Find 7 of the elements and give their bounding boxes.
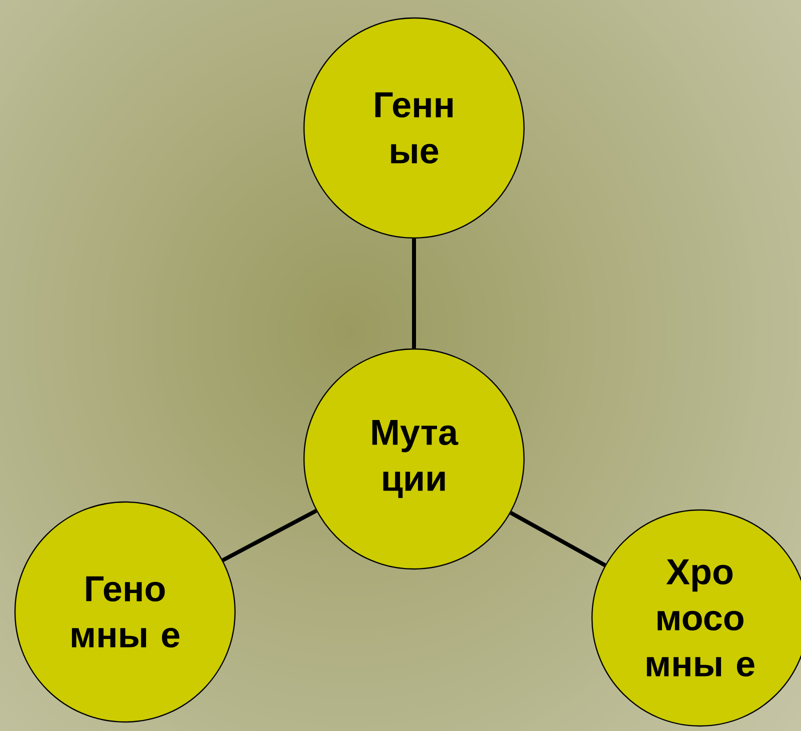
circle-node: Гено мны е bbox=[14, 501, 236, 723]
circle-node: Хро мосо мны е bbox=[591, 509, 801, 727]
circle-node: Генн ые bbox=[303, 17, 525, 239]
connector-line bbox=[510, 510, 606, 567]
circle-node: Мута ции bbox=[303, 348, 525, 570]
connector-line bbox=[412, 238, 416, 348]
connector-line bbox=[222, 508, 318, 562]
